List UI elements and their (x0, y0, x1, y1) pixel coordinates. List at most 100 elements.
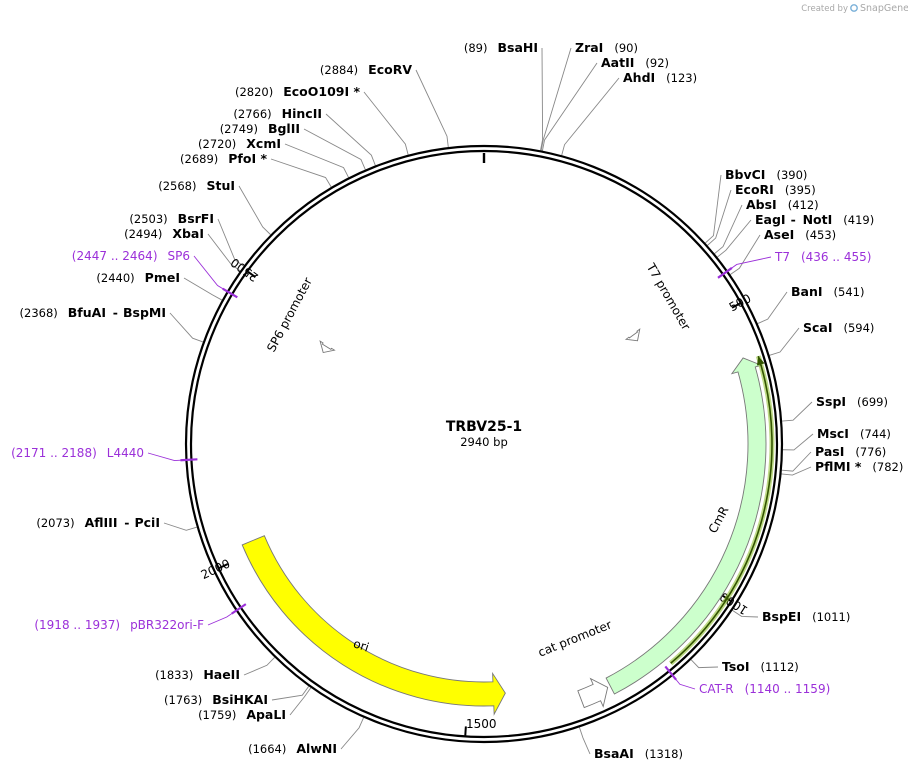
site-label-aatii[interactable]: AatII(92) (601, 55, 669, 70)
cat-promoter-feature-arrow[interactable] (577, 677, 609, 709)
site-label-xcmi[interactable]: XcmI(2720) (198, 136, 281, 151)
bspei-name: BspEI (762, 609, 801, 624)
pcii-name: PciI (134, 515, 160, 530)
cat-r-name: CAT-R (699, 682, 734, 696)
l4440-position: (2171 .. 2188) (11, 446, 97, 460)
backbone-outer-ring (184, 144, 784, 744)
site-label-xbai[interactable]: XbaI(2494) (124, 226, 204, 241)
site-label-zrai[interactable]: ZraI(90) (575, 40, 638, 55)
primer-label-t7[interactable]: T7(436 .. 455) (774, 250, 871, 264)
haeii-position: (1833) (155, 668, 193, 682)
bani-leader-line (757, 291, 788, 324)
site-label-hincii[interactable]: HincII(2766) (233, 106, 322, 121)
xcmi-position: (2720) (198, 137, 236, 151)
tick-mark-1500 (464, 726, 467, 736)
backbone-inner-ring (189, 149, 779, 739)
sp6-promoter-feature-arrow[interactable] (319, 340, 336, 354)
xbai-leader-line (207, 233, 241, 272)
tick-label-1500: 1500 (466, 717, 497, 731)
primer-marks (180, 267, 733, 681)
hincii-leader-line (325, 113, 376, 166)
xcmi-leader-line (284, 143, 349, 178)
alwni-leader-line (340, 717, 364, 750)
site-label-haeii[interactable]: HaeII(1833) (155, 667, 240, 682)
site-label-msci[interactable]: MscI(744) (817, 426, 891, 441)
primer-label-sp6[interactable]: SP6(2447 .. 2464) (72, 249, 190, 263)
bani-position: (541) (834, 285, 865, 299)
pasi-leader-line (781, 451, 812, 472)
bsaai-leader-line (579, 727, 591, 755)
absi-leader-line (714, 204, 743, 254)
tick-mark-500 (731, 302, 741, 309)
site-label-ecorv[interactable]: EcoRV(2884) (320, 62, 412, 77)
site-label-bani[interactable]: BanI (541) (791, 284, 864, 299)
site-label-asei[interactable]: AseI(453) (764, 227, 836, 242)
ecori-name: EcoRI (735, 182, 774, 197)
site-label-absi[interactable]: AbsI (412) (746, 197, 819, 212)
site-label-bspei[interactable]: BspEI(1011) (762, 609, 850, 624)
bani-name: BanI (791, 284, 823, 299)
ecorv-leader-line (415, 69, 449, 148)
ahdi-name: AhdI (623, 70, 655, 85)
msci-name: MscI (817, 426, 849, 441)
stui-name: StuI (206, 178, 235, 193)
watermark-brand: SnapGene (860, 3, 908, 14)
site-label-alwni[interactable]: AlwNI(1664) (248, 741, 337, 756)
site-label-pfoi[interactable]: PfoI *(2689) (180, 151, 267, 166)
watermark: Created by SnapGene (801, 3, 908, 14)
absi-name: AbsI (746, 197, 777, 212)
site-label-bbvci[interactable]: BbvCI(390) (725, 167, 807, 182)
ori-label: ori (352, 636, 371, 654)
ori-feature-arrow[interactable] (241, 535, 506, 716)
site-label-afliii[interactable]: PciI-AflIII(2073) (36, 515, 160, 530)
bfuai-position: (2368) (20, 306, 58, 320)
site-label-ahdi[interactable]: AhdI(123) (623, 70, 697, 85)
cat-r-primer-bar (670, 355, 773, 664)
eagi-leader-line (717, 219, 752, 258)
primer-label-pbr322ori-f[interactable]: pBR322ori-F(1918 .. 1937) (34, 618, 204, 632)
cat-r-position: (1140 .. 1159) (745, 682, 831, 696)
site-label-sspi[interactable]: SspI(699) (816, 394, 888, 409)
zrai-position: (90) (614, 41, 638, 55)
site-label-bsihkai[interactable]: BsiHKAI(1763) (164, 692, 268, 707)
t7-leader-line (727, 256, 772, 272)
ecoo109i-leader-line (363, 91, 409, 155)
site-label-ecoo109i[interactable]: EcoO109I *(2820) (235, 84, 361, 99)
site-label-bsaai[interactable]: BsaAI(1318) (594, 746, 683, 761)
pflmi-leader-line (781, 466, 812, 476)
site-label-stui[interactable]: StuI (2568) (158, 178, 235, 193)
primer-label-l4440[interactable]: L4440 (2171 .. 2188) (11, 446, 144, 460)
site-label-tsoi[interactable]: TsoI(1112) (722, 659, 799, 674)
bsihkai-name: BsiHKAI (212, 692, 268, 707)
t7-promoter-feature-arrow[interactable] (624, 328, 641, 342)
site-label-pmei[interactable]: PmeI(2440) (96, 270, 180, 285)
site-label-pasi[interactable]: PasI(776) (815, 444, 886, 459)
site-label-bglii[interactable]: BglII(2749) (220, 121, 300, 136)
l4440-name: L4440 (107, 446, 144, 460)
site-label-eagi[interactable]: EagI-NotI(419) (755, 212, 874, 227)
asei-leader-line (730, 234, 761, 275)
bglii-position: (2749) (220, 122, 258, 136)
afliii-separator: - (124, 515, 129, 530)
t7-primer-mark (717, 267, 733, 279)
stui-leader-line (238, 185, 271, 235)
site-label-pflmi[interactable]: PflMI *(782) (815, 459, 903, 474)
aatii-name: AatII (601, 55, 634, 70)
cmr-feature-arrow[interactable] (605, 357, 767, 695)
bsrfi-name: BsrFI (178, 211, 214, 226)
site-label-ecori[interactable]: EcoRI(395) (735, 182, 816, 197)
primer-label-cat-r[interactable]: CAT-R (1140 .. 1159) (699, 682, 830, 696)
site-label-scai[interactable]: ScaI(594) (803, 320, 874, 335)
tsoi-position: (1112) (761, 660, 799, 674)
bfuai-leader-line (169, 312, 204, 343)
hincii-position: (2766) (233, 107, 271, 121)
plasmid-name: TRBV25-1 (446, 419, 522, 435)
site-label-apali[interactable]: ApaLI(1759) (198, 707, 286, 722)
site-label-bsahi[interactable]: BsaHI(89) (464, 40, 538, 55)
absi-position: (412) (788, 198, 819, 212)
site-label-bfuai[interactable]: BspMI-BfuAI(2368) (20, 305, 166, 320)
site-label-bsrfi[interactable]: BsrFI(2503) (129, 211, 214, 226)
stui-position: (2568) (158, 179, 196, 193)
cmr-label: CmR (706, 504, 732, 536)
